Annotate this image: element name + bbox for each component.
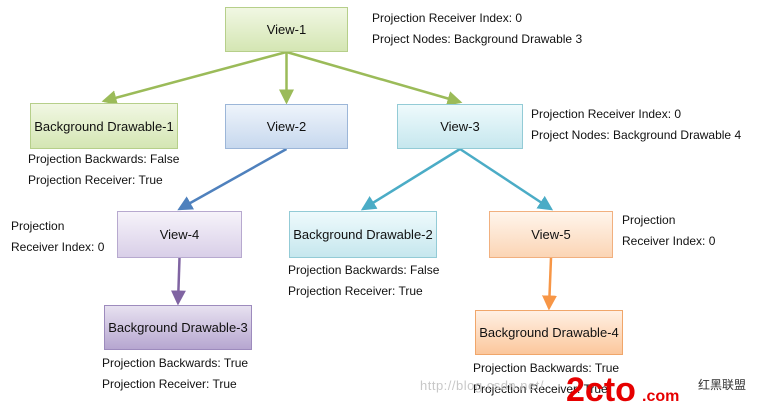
- edge-view5-to-bg4: [542, 257, 557, 311]
- node-label: Background Drawable-1: [34, 118, 174, 134]
- node-label: View-5: [531, 227, 571, 242]
- edge-view3-to-view5: [459, 147, 554, 211]
- node-view-4: View-4: [117, 211, 242, 258]
- node-label: View-3: [440, 119, 480, 134]
- node-background-drawable-4: Background Drawable-4: [475, 310, 623, 355]
- node-view-1: View-1: [225, 7, 348, 52]
- node-view-3: View-3: [397, 104, 523, 149]
- note-view-4: Projection Receiver Index: 0: [11, 216, 104, 258]
- note-background-drawable-1: Projection Backwards: False Projection R…: [28, 149, 179, 191]
- node-background-drawable-1: Background Drawable-1: [30, 103, 178, 149]
- edge-view1-to-view3: [286, 50, 463, 106]
- node-label: View-1: [266, 22, 307, 37]
- note-line: Projection Backwards: False: [28, 152, 180, 166]
- note-view-1: Projection Receiver Index: 0 Project Nod…: [372, 8, 582, 50]
- node-label: Background Drawable-4: [479, 325, 619, 340]
- note-line: Projection Receiver Index: 0: [531, 107, 682, 121]
- edge-view3-to-bg2: [360, 147, 461, 211]
- watermark-logo-cn: 红黑联盟: [698, 377, 746, 392]
- note-line: Projection Receiver: True: [102, 377, 237, 391]
- note-line: Project Nodes: Background Drawable 3: [372, 32, 583, 46]
- note-line: Project Nodes: Background Drawable 4: [531, 128, 742, 142]
- note-line: Receiver Index: 0: [622, 234, 716, 248]
- node-label: Background Drawable-2: [293, 227, 433, 242]
- note-background-drawable-4: Projection Backwards: True Projection Re…: [473, 358, 619, 400]
- note-background-drawable-2: Projection Backwards: False Projection R…: [288, 260, 439, 302]
- note-line: Receiver Index: 0: [11, 240, 105, 254]
- note-line: Projection Receiver: True: [28, 173, 163, 187]
- note-line: Projection Backwards: False: [288, 263, 440, 277]
- note-line: Projection Receiver: True: [473, 382, 608, 396]
- note-line: Projection: [11, 219, 65, 233]
- note-background-drawable-3: Projection Backwards: True Projection Re…: [102, 353, 248, 395]
- note-line: Projection Receiver: True: [288, 284, 423, 298]
- note-line: Projection: [622, 213, 676, 227]
- node-view-2: View-2: [225, 104, 348, 149]
- node-label: View-2: [266, 119, 307, 134]
- node-view-5: View-5: [489, 211, 613, 258]
- note-view-5: Projection Receiver Index: 0: [622, 210, 715, 252]
- node-label: Background Drawable-3: [108, 320, 248, 335]
- edge-view4-to-bg3: [170, 257, 186, 306]
- watermark-url: http://blog.csdn.net/: [420, 378, 544, 393]
- edge-view2-to-view4: [177, 147, 288, 211]
- edge-view1-to-bg1: [101, 50, 287, 106]
- node-background-drawable-3: Background Drawable-3: [104, 305, 252, 350]
- watermark-logo-dot: .com: [642, 388, 679, 405]
- node-label: View-4: [159, 227, 200, 242]
- note-view-3: Projection Receiver Index: 0 Project Nod…: [531, 104, 741, 146]
- note-line: Projection Backwards: True: [102, 356, 249, 370]
- node-background-drawable-2: Background Drawable-2: [289, 211, 437, 258]
- note-line: Projection Receiver Index: 0: [372, 11, 523, 25]
- watermark-logo-text: 2cto: [566, 371, 636, 409]
- watermark-logo: 2cto .com 红黑联盟: [566, 371, 746, 409]
- note-line: Projection Backwards: True: [473, 361, 620, 375]
